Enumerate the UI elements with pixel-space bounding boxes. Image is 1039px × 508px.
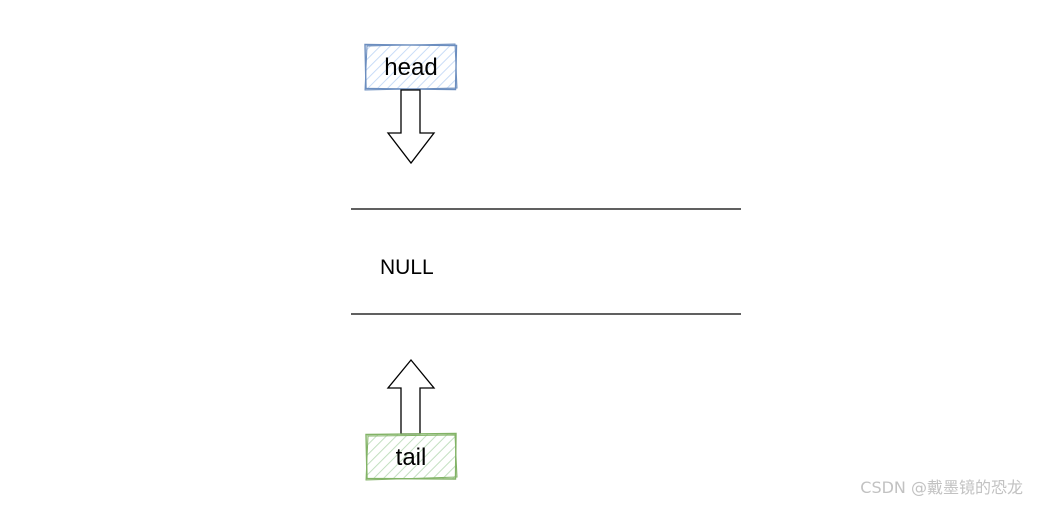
arrow-down-icon (386, 89, 436, 165)
head-box: head (364, 43, 458, 91)
queue-content: NULL (380, 256, 434, 279)
tail-label: tail (396, 444, 427, 471)
head-label: head (384, 54, 437, 81)
arrow-up-icon (386, 358, 436, 435)
watermark-text: CSDN @戴墨镜的恐龙 (860, 478, 1023, 497)
tail-box: tail (365, 432, 458, 481)
